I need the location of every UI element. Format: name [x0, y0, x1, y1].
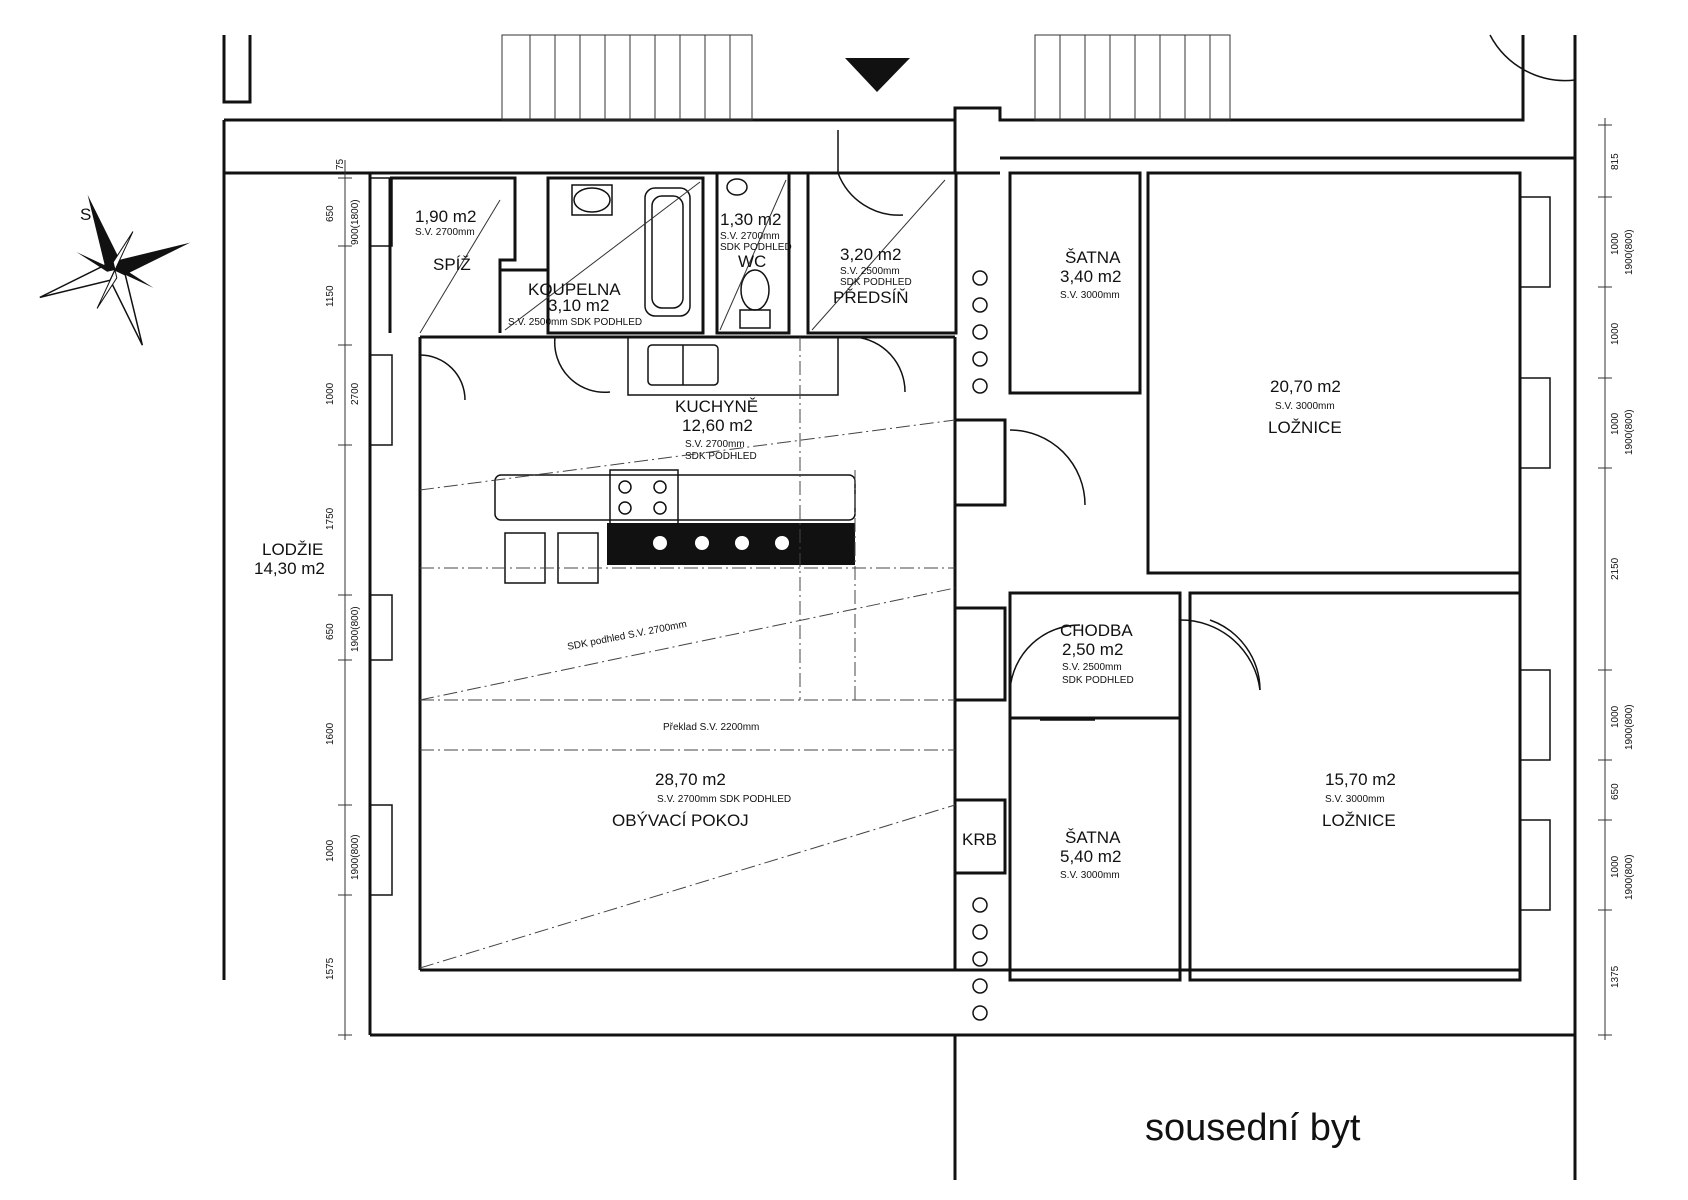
koupelna-area: 3,10 m2 — [548, 296, 609, 315]
spiz-sv: S.V. 2700mm — [415, 227, 475, 238]
entrance-arrow-icon — [845, 58, 910, 92]
lodzie-name: LODŽIE — [262, 540, 323, 559]
compass-label: S — [80, 205, 91, 224]
predsin-area: 3,20 m2 — [840, 245, 901, 264]
ceiling-lines — [419, 337, 956, 969]
room-labels: 1,90 m2 S.V. 2700mm SPÍŽ KOUPELNA 3,10 m… — [254, 207, 1396, 1149]
dim-right-6: 1000 — [1610, 705, 1621, 728]
dim-left-3: 1150 — [325, 285, 336, 307]
left-dimension-chain: 75 650 1150 1000 1750 650 1600 1000 1575… — [325, 158, 361, 1040]
satna1-sv: S.V. 3000mm — [1060, 290, 1120, 301]
dim-right-9: 1375 — [1610, 965, 1621, 988]
dim-left-1: 75 — [335, 158, 346, 170]
loznice1-sv: S.V. 3000mm — [1275, 401, 1335, 412]
kuchyne-sdk: SDK PODHLED — [685, 451, 757, 462]
koupelna-name: KOUPELNA — [528, 280, 621, 299]
predsin-name: PŘEDSÍŇ — [833, 288, 909, 307]
preklad-note: Překlad S.V. 2200mm — [663, 722, 759, 733]
right-rooms — [1008, 171, 1522, 982]
right-dimension-chain: 815 1000 1000 1000 2150 1000 650 1000 13… — [1598, 118, 1635, 1040]
kuchyne-area: 12,60 m2 — [682, 416, 753, 435]
lodzie-area: 14,30 m2 — [254, 559, 325, 578]
spiz-name: SPÍŽ — [433, 255, 471, 274]
dim-right-8: 1000 — [1610, 855, 1621, 878]
dim-right-7: 650 — [1610, 783, 1621, 800]
dim-left-2: 650 — [325, 205, 336, 222]
obyvaci-name: OBÝVACÍ POKOJ — [612, 811, 749, 830]
interior-walls — [418, 270, 1007, 1021]
service-rooms — [388, 130, 958, 335]
stairs-right — [1034, 34, 1231, 121]
corner-door-arc — [1489, 34, 1576, 82]
obyvaci-sv: S.V. 2700mm SDK PODHLED — [657, 794, 791, 805]
dim-left-9: 1575 — [325, 957, 336, 980]
satna2-sv: S.V. 3000mm — [1060, 870, 1120, 881]
dim-left-window-3: 1900(800) — [350, 606, 361, 652]
kuchyne-sv: S.V. 2700mm — [685, 439, 745, 450]
chodba-area: 2,50 m2 — [1062, 640, 1123, 659]
obyvaci-area: 28,70 m2 — [655, 770, 726, 789]
neighbour-label: sousední byt — [1145, 1107, 1361, 1149]
dim-left-5: 1750 — [325, 507, 336, 530]
satna1-name: ŠATNA — [1065, 248, 1121, 267]
dim-right-2: 1000 — [1610, 232, 1621, 255]
dim-right-3: 1000 — [1610, 322, 1621, 345]
dim-left-6: 650 — [325, 623, 336, 640]
kuchyne-name: KUCHYNĚ — [675, 397, 758, 416]
wc-name: WC — [738, 252, 766, 271]
koupelna-sv: S.V. 2500mm SDK PODHLED — [508, 317, 642, 328]
dim-right-window-4: 1900(800) — [1624, 854, 1635, 900]
loznice1-name: LOŽNICE — [1268, 418, 1342, 437]
dim-left-7: 1600 — [325, 722, 336, 745]
stairs-left — [501, 34, 753, 121]
dim-right-4: 1000 — [1610, 412, 1621, 435]
dim-left-8: 1000 — [325, 839, 336, 862]
dim-right-1: 815 — [1610, 153, 1621, 170]
dim-left-window-1: 900(1800) — [350, 199, 361, 245]
loznice2-area: 15,70 m2 — [1325, 770, 1396, 789]
satna2-name: ŠATNA — [1065, 828, 1121, 847]
dim-right-window-3: 1900(800) — [1624, 704, 1635, 750]
satna2-area: 5,40 m2 — [1060, 847, 1121, 866]
spiz-area: 1,90 m2 — [415, 207, 476, 226]
predsin-sdk: SDK PODHLED — [840, 277, 912, 288]
compass-icon — [39, 194, 191, 346]
satna1-area: 3,40 m2 — [1060, 267, 1121, 286]
chodba-name: CHODBA — [1060, 621, 1133, 640]
dim-right-window-1: 1900(800) — [1624, 229, 1635, 275]
dim-right-5: 2150 — [1610, 557, 1621, 580]
sdk-podhled-note: SDK podhled S.V. 2700mm — [566, 619, 687, 653]
chodba-sv: S.V. 2500mm — [1062, 662, 1122, 673]
predsin-sv: S.V. 2500mm — [840, 266, 900, 277]
wc-area: 1,30 m2 — [720, 210, 781, 229]
dim-left-window-2: 2700 — [350, 382, 361, 405]
dim-right-window-2: 1900(800) — [1624, 409, 1635, 455]
wc-sv: S.V. 2700mm — [720, 231, 780, 242]
krb-name: KRB — [962, 830, 997, 849]
dim-left-4: 1000 — [325, 382, 336, 405]
chodba-sdk: SDK PODHLED — [1062, 675, 1134, 686]
loznice2-sv: S.V. 3000mm — [1325, 794, 1385, 805]
loznice2-name: LOŽNICE — [1322, 811, 1396, 830]
loznice1-area: 20,70 m2 — [1270, 377, 1341, 396]
dim-left-window-4: 1900(800) — [350, 834, 361, 880]
windows — [369, 177, 1551, 911]
wc-sdk: SDK PODHLED — [720, 242, 792, 253]
